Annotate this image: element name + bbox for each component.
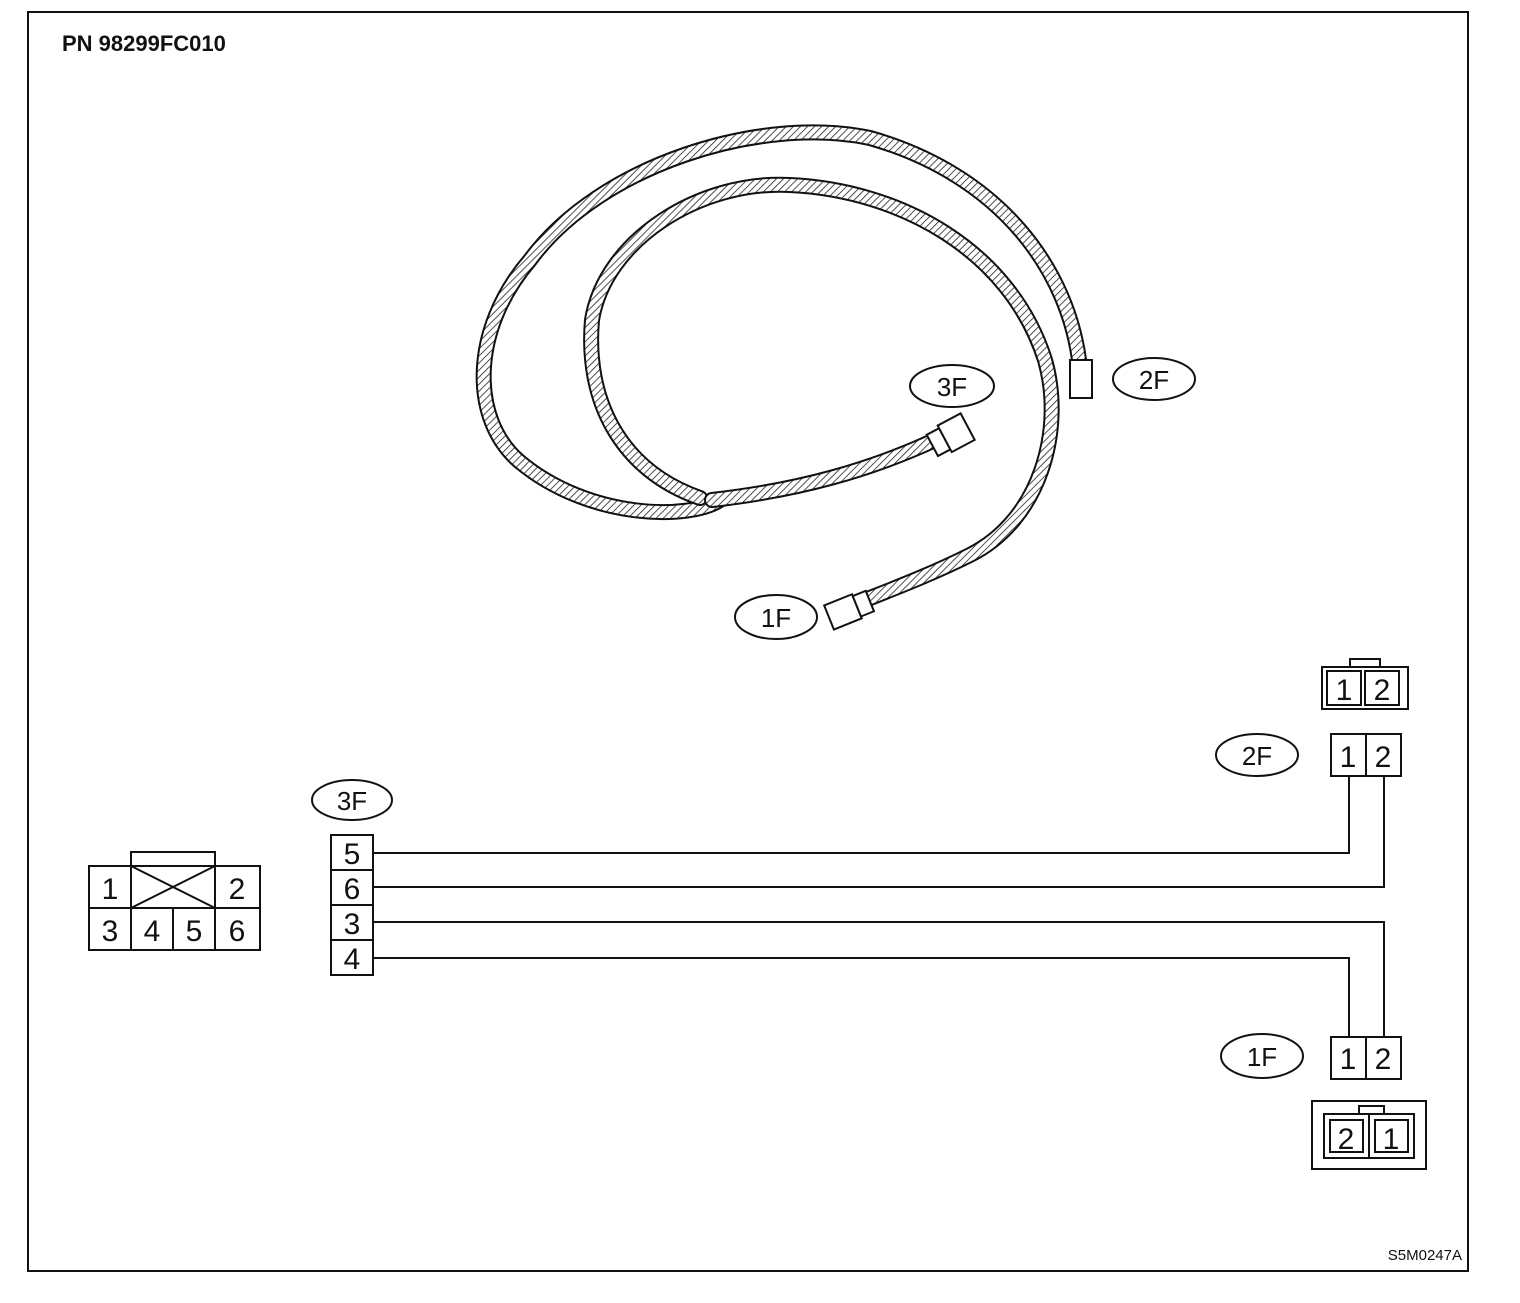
connector-3f-pin-3: 3 [344,908,361,941]
schematic-callout-3f: 3F [311,779,393,821]
schematic-label-3f: 3F [337,786,367,816]
face-6pin-pin-1: 1 [102,873,119,906]
wires [373,776,1385,1037]
connector-1f-pin-row [1330,1036,1402,1080]
connector-2f-pin-row [1330,733,1402,777]
connector-1f-face [1311,1100,1427,1170]
face-2f-pin-2: 2 [1374,674,1391,707]
connector-2f-face [1321,658,1409,710]
harness-callout-2f: 2F [1112,357,1196,401]
connector-face-6pin [88,851,261,951]
wire-3f6-to-2f2 [373,776,1385,888]
connector-1f-pin-1: 1 [1340,1043,1357,1076]
harness-connector-2f [1069,359,1093,399]
harness-connector-1f [822,589,876,631]
connector-2f-pin-1: 1 [1340,741,1357,774]
face-6pin-pin-2: 2 [229,873,246,906]
schematic-label-1f: 1F [1247,1042,1277,1072]
harness-label-2f: 2F [1139,365,1169,395]
wire-3f3-to-1f2 [373,921,1385,1037]
harness-callout-3f: 3F [909,364,995,408]
harness-connector-3f [925,412,977,458]
connector-1f-pin-2: 2 [1375,1043,1392,1076]
face-6pin-pin-3: 3 [102,915,119,948]
connector-3f-pin-5: 5 [344,838,361,871]
harness-label-3f: 3F [937,372,967,402]
connector-3f-pin-6: 6 [344,873,361,906]
harness-callout-1f: 1F [734,594,818,640]
connector-3f-pin-column [330,834,374,976]
diagram-frame [27,11,1469,1272]
schematic-callout-2f: 2F [1215,733,1299,777]
harness-illustration [475,124,1088,608]
wire-3f4-to-1f1 [373,957,1350,1037]
connector-3f-pin-4: 4 [344,943,361,976]
face-2f-pin-1: 1 [1336,674,1353,707]
face-1f-pin-2: 2 [1338,1123,1355,1156]
figure-code: S5M0247A [1388,1247,1462,1264]
schematic-callout-1f: 1F [1220,1033,1304,1079]
harness-label-1f: 1F [761,603,791,633]
face-6pin-pin-4: 4 [144,915,161,948]
part-number: PN 98299FC010 [62,31,226,56]
wire-3f5-to-2f1 [373,776,1350,854]
face-6pin-pin-6: 6 [229,915,246,948]
face-6pin-pin-5: 5 [186,915,203,948]
schematic-label-2f: 2F [1242,741,1272,771]
connector-2f-pin-2: 2 [1375,741,1392,774]
face-1f-pin-1: 1 [1383,1123,1400,1156]
